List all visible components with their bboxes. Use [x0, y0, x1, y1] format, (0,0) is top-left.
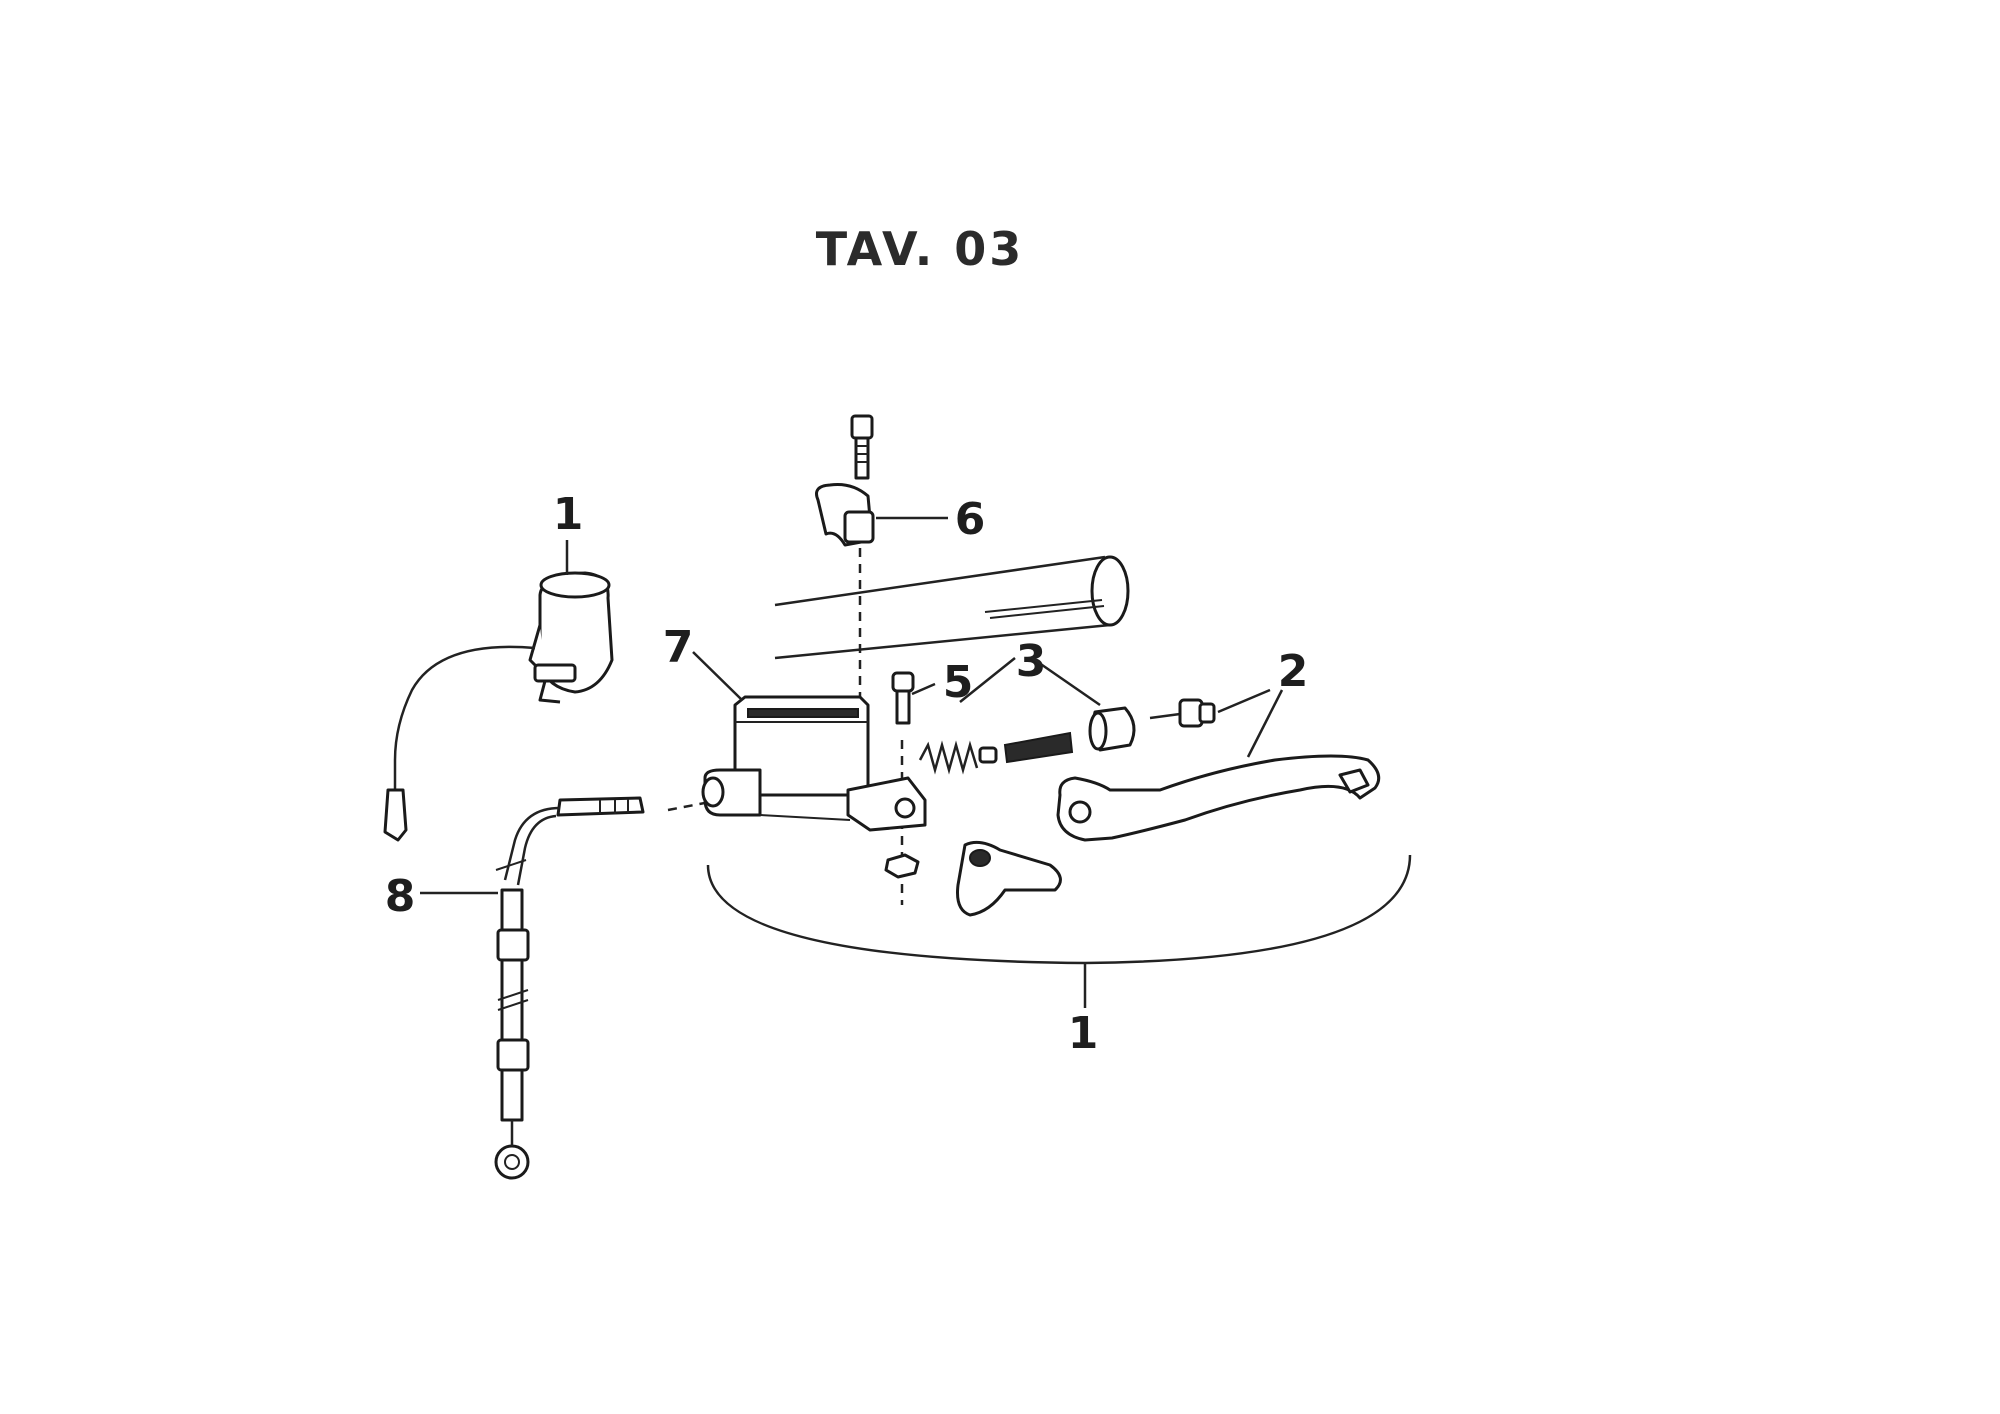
brake-light-switch: [528, 571, 614, 704]
callout-7: 7: [662, 622, 694, 673]
handlebar-tube: [774, 555, 1130, 660]
callout-8: 1: [552, 489, 584, 540]
callout-6: 6: [954, 494, 986, 545]
diagram-title: TAV. 03: [815, 222, 1025, 276]
piston-spring-kit: [918, 706, 1136, 775]
brake-hose: [494, 796, 645, 1180]
clamp-bolt: [850, 414, 874, 480]
leader-5: [911, 682, 936, 696]
leader-2a: [1217, 688, 1271, 714]
leader-3a: [959, 657, 1016, 703]
axis-hose: [667, 800, 711, 812]
leader-2b: [1246, 689, 1284, 758]
lever-adjuster-screw: [1149, 698, 1216, 728]
nut: [884, 853, 920, 879]
brake-lever: [1056, 754, 1381, 842]
assembly-bracket-arc: [706, 854, 1412, 965]
callout-2: 2: [1277, 646, 1309, 697]
leader-3b: [1031, 656, 1101, 707]
master-cylinder: [701, 695, 927, 832]
callout-9: 8: [384, 871, 416, 922]
handlebar-clamp: [815, 483, 875, 547]
callout-3: 3: [1015, 636, 1047, 687]
leader-7: [692, 651, 743, 701]
pivot-pin: [891, 671, 915, 725]
callout-5: 5: [942, 657, 974, 708]
lever-guard: [956, 840, 1062, 917]
callout-1: 1: [1067, 1008, 1099, 1059]
switch-wire: [383, 645, 536, 842]
